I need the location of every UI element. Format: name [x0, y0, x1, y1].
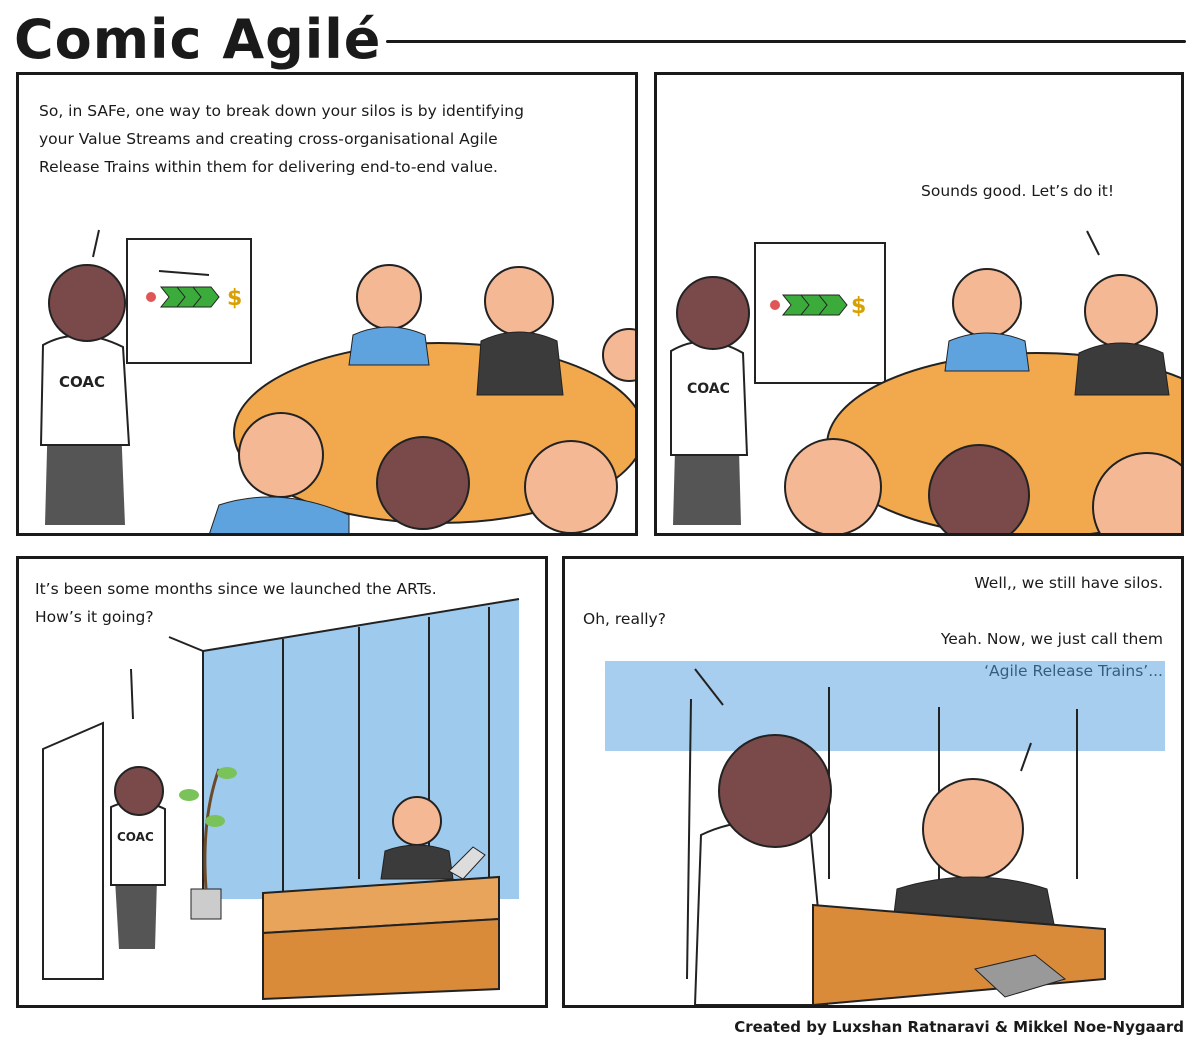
- caption-line: Sounds good. Let’s do it!: [921, 182, 1115, 200]
- coach-shirt-text: COAC: [59, 373, 105, 391]
- speech-line: [130, 668, 134, 720]
- door: [42, 721, 104, 980]
- coach-shirt: [670, 340, 749, 456]
- credit-line: Created by Luxshan Ratnaravi & Mikkel No…: [734, 1018, 1184, 1036]
- person-head: [784, 438, 882, 533]
- window-frame: [202, 598, 520, 652]
- suit-jacket: [1074, 342, 1170, 396]
- comic-title: Comic Agilé: [14, 8, 382, 71]
- start-dot: [146, 292, 156, 302]
- person-head: [1084, 274, 1158, 348]
- caption-line: So, in SAFe, one way to break down your …: [39, 102, 524, 120]
- panel-4-art: [605, 661, 1165, 1005]
- person-head: [928, 444, 1030, 533]
- panel-3: It’s been some months since we launched …: [16, 556, 548, 1008]
- panel-2-art: $ COAC: [670, 230, 1181, 533]
- caption-line: Release Trains within them for deliverin…: [39, 158, 498, 176]
- person-head: [1092, 452, 1181, 533]
- value-stream-arrows-icon: [781, 294, 848, 316]
- person-head: [238, 412, 324, 498]
- panel-3-art: COAC: [42, 598, 520, 1001]
- caption-line: Well,, we still have silos.: [974, 574, 1163, 592]
- coach-head: [48, 264, 126, 342]
- dollar-sign: $: [851, 294, 866, 319]
- manager-head: [922, 778, 1024, 880]
- coach-head: [718, 734, 832, 848]
- panel-2: Sounds good. Let’s do it! $ COAC: [654, 72, 1184, 536]
- person-head: [524, 440, 618, 533]
- coach-head: [114, 766, 164, 816]
- speech-line: [1086, 230, 1100, 256]
- dollar-sign: $: [227, 286, 242, 311]
- caption-line: How’s it going?: [35, 608, 154, 626]
- panel-1: So, in SAFe, one way to break down your …: [16, 72, 638, 536]
- person-head: [602, 328, 635, 382]
- suit-jacket: [380, 844, 454, 880]
- desk: [812, 903, 1106, 1005]
- person-head: [484, 266, 554, 336]
- person-head: [952, 268, 1022, 338]
- window-sky: [605, 661, 1165, 751]
- coach-legs: [115, 879, 157, 949]
- caption-line: Yeah. Now, we just call them: [940, 630, 1163, 648]
- speech-line: [694, 668, 724, 706]
- coach-shirt: [693, 821, 829, 1005]
- value-stream-arrows-icon: [159, 286, 220, 308]
- panel-1-art: $ COAC: [39, 229, 635, 533]
- desk-front: [262, 917, 500, 1001]
- person-shirt: [348, 326, 430, 366]
- laptop-icon: [448, 846, 486, 880]
- coach-shirt-text: COAC: [117, 830, 154, 844]
- caption-line: It’s been some months since we launched …: [35, 580, 437, 598]
- speech-line: [92, 229, 100, 258]
- person-shirt: [944, 332, 1030, 372]
- caption-line: Oh, really?: [583, 610, 666, 628]
- manager-head: [392, 796, 442, 846]
- title-rule: [386, 40, 1186, 43]
- panel-4: Well,, we still have silos. Oh, really? …: [562, 556, 1184, 1008]
- caption-line: your Value Streams and creating cross-or…: [39, 130, 498, 148]
- speech-line: [168, 636, 204, 652]
- coach-shirt-text: COAC: [687, 381, 730, 397]
- person-head: [356, 264, 422, 330]
- person-head: [376, 436, 470, 530]
- person-shirt: [209, 496, 350, 533]
- start-dot: [770, 300, 780, 310]
- coach-head: [676, 276, 750, 350]
- arrow-line: [158, 270, 210, 276]
- laptop-icon: [973, 954, 1067, 998]
- suit-jacket: [476, 331, 564, 396]
- plant-icon: [179, 767, 237, 920]
- speech-line: [1020, 742, 1032, 772]
